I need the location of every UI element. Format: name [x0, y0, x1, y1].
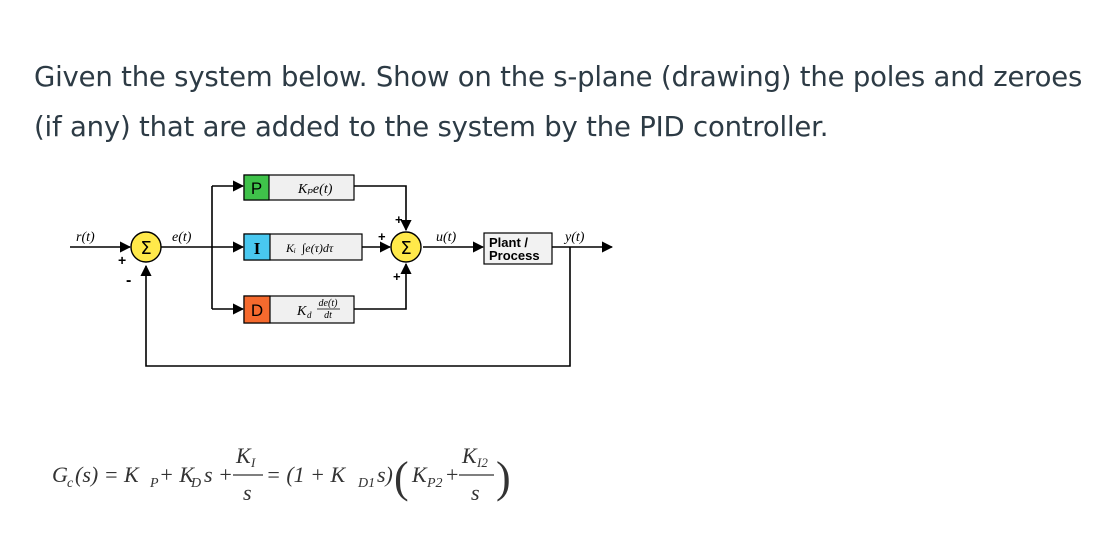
i-letter: I: [254, 239, 261, 258]
formula-p2-sub: P2: [426, 476, 443, 491]
plant-block: Plant / Process: [483, 232, 553, 265]
formula-frac1-den: s: [243, 480, 252, 505]
p-expression: Kₚe(t): [297, 182, 333, 197]
formula-g: G: [52, 462, 68, 487]
u-label: u(t): [436, 230, 457, 245]
formula-frac2-num: K: [461, 443, 478, 468]
pid-transfer-function: G c (s) = K P + K D s + K I s = (1 + K D…: [52, 443, 511, 505]
sum2-symbol: Σ: [400, 238, 411, 259]
d-tag: [243, 295, 271, 324]
i-expression: ∫e(τ)dτ: [301, 241, 334, 255]
sum1-plus: +: [118, 252, 126, 268]
formula-frac2-den: s: [471, 480, 480, 505]
question-text: Given the system below. Show on the s-pl…: [34, 52, 1104, 152]
formula-s-close: s): [377, 462, 393, 487]
formula-close-paren: ): [496, 453, 511, 502]
formula-plus-kd: + K: [159, 462, 195, 487]
formula-frac2-num-sub: I2: [476, 455, 488, 470]
e-label: e(t): [172, 230, 192, 245]
feedback-line: [140, 247, 571, 367]
p-tag: [243, 174, 270, 201]
plant-label-line1: Plant /: [489, 235, 528, 250]
formula-p-sub: P: [149, 476, 159, 491]
summing-junction-1: [130, 231, 162, 263]
sum2-plus-top: +: [395, 212, 403, 227]
formula-s-plus: s +: [204, 462, 233, 487]
formula-eq-open: = (1 + K: [266, 462, 347, 487]
p-block: P Kₚe(t): [243, 174, 355, 201]
formula-open-paren: (: [394, 453, 409, 502]
i-tag: [243, 233, 271, 261]
formula-frac1-num: K: [235, 443, 252, 468]
sum2-plus-left: +: [378, 229, 386, 244]
formula-frac1-num-sub: I: [250, 455, 256, 470]
sum1-minus: -: [126, 272, 131, 289]
formula-plus2: +: [446, 462, 458, 487]
p-out-line: [354, 185, 412, 232]
d-k: K: [296, 304, 307, 319]
question-line-2: (if any) that are added to the system by…: [34, 111, 829, 143]
plant-label-line2: Process: [489, 248, 540, 263]
d-out-line: [354, 262, 412, 310]
formula-g-sub: c: [67, 476, 74, 491]
summing-junction-2: [390, 231, 422, 263]
d-k-sub: d: [307, 310, 312, 320]
i-block: I Kᵢ ∫e(τ)dτ: [243, 233, 363, 261]
i-k: Kᵢ: [285, 241, 296, 255]
sum1-symbol: Σ: [140, 238, 151, 259]
d-block: D K d de(t) dt: [243, 295, 355, 324]
d-letter: D: [251, 301, 263, 320]
question-line-1: Given the system below. Show on the s-pl…: [34, 61, 1083, 93]
r-label: r(t): [76, 230, 95, 245]
y-label: y(t): [563, 230, 585, 245]
formula-kp2: K: [411, 462, 428, 487]
formula-arg: (s) = K: [75, 462, 140, 487]
sum2-plus-bottom: +: [393, 269, 401, 284]
formula-d1-sub: D1: [357, 476, 375, 491]
d-frac-den: dt: [324, 310, 332, 321]
d-frac-num: de(t): [319, 298, 339, 309]
formula-d-sub: D: [190, 476, 201, 491]
p-letter: P: [251, 179, 262, 198]
